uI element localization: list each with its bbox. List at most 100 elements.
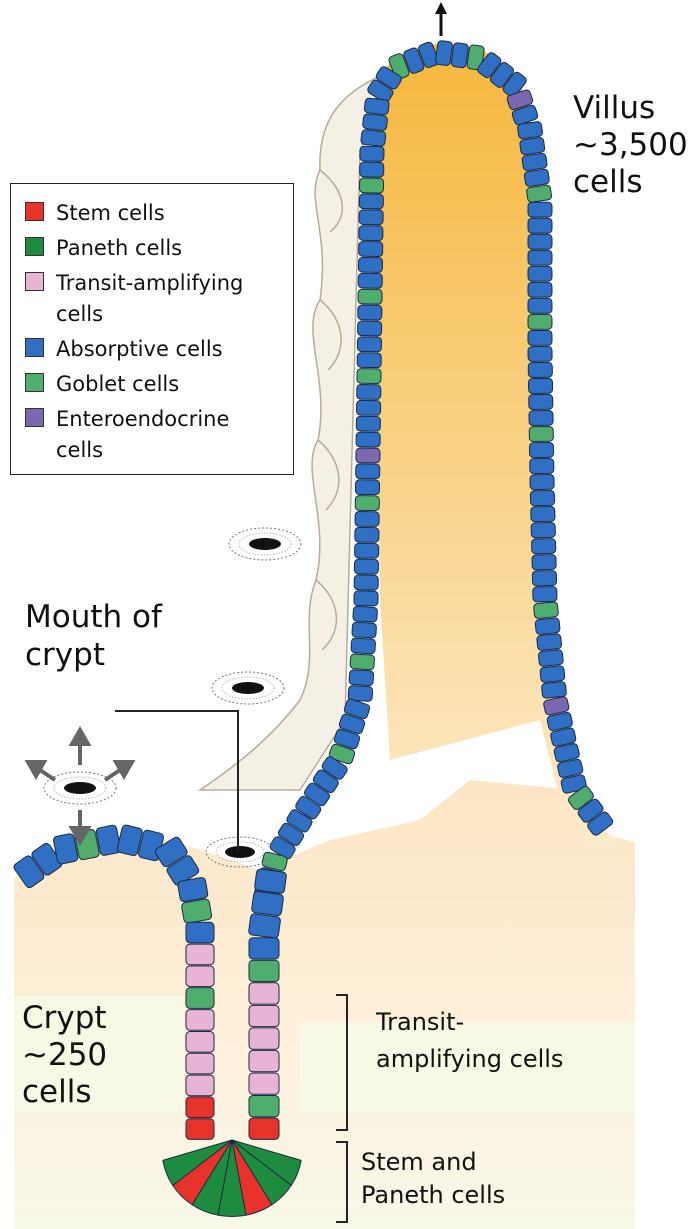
legend-label: Absorptive cells xyxy=(56,334,223,365)
epithelial-cell xyxy=(358,289,382,304)
epithelial-cell xyxy=(355,527,379,542)
red-square-icon xyxy=(25,202,44,221)
epithelial-cell xyxy=(364,98,389,115)
crypt-opening-icon xyxy=(229,528,301,560)
epithelial-cell xyxy=(357,384,381,399)
epithelial-cell xyxy=(528,378,552,393)
epithelial-cell xyxy=(359,210,383,225)
legend-label-line: Enteroendocrine xyxy=(56,404,229,435)
light-green-square-icon xyxy=(25,373,44,392)
epithelial-cell xyxy=(186,1031,214,1052)
legend-label-line: Paneth cells xyxy=(56,233,182,264)
epithelial-cell xyxy=(353,606,378,622)
epithelial-cell xyxy=(248,913,281,938)
legend-label-line: Transit-amplifying xyxy=(56,268,243,299)
epithelial-cell xyxy=(249,938,279,959)
legend-label: Goblet cells xyxy=(56,369,179,400)
epithelial-cell xyxy=(354,591,378,606)
epithelial-cell xyxy=(528,266,552,281)
epithelial-cell xyxy=(528,234,552,249)
epithelial-cell xyxy=(358,321,382,336)
epithelial-cell xyxy=(359,242,383,257)
epithelial-cell xyxy=(351,638,376,654)
legend-label: Enteroendocrinecells xyxy=(56,404,229,466)
epithelial-cell xyxy=(537,634,562,651)
epithelial-cell xyxy=(538,650,563,667)
epithelial-cell xyxy=(529,426,553,441)
epithelial-cell xyxy=(181,898,212,923)
epithelial-cell xyxy=(186,1053,214,1074)
legend-label-line: cells xyxy=(56,299,243,330)
epithelial-cell xyxy=(358,273,382,288)
epithelial-cell xyxy=(358,257,382,272)
epithelial-cell xyxy=(356,448,380,463)
mouth-of-crypt-label: Mouth of crypt xyxy=(25,598,162,674)
epithelial-cell xyxy=(355,496,379,511)
epithelial-cell xyxy=(249,1005,279,1026)
epithelial-cell xyxy=(531,506,555,521)
villus-label: Villus ~3,500 cells xyxy=(573,90,688,201)
epithelial-cell xyxy=(528,330,552,345)
epithelial-cell xyxy=(354,559,378,574)
epithelial-cell xyxy=(249,983,279,1004)
epithelial-cell xyxy=(528,218,552,233)
epithelial-cell xyxy=(530,458,554,473)
epithelial-cell xyxy=(529,394,553,409)
epithelial-cell xyxy=(528,298,552,313)
epithelial-cell xyxy=(249,1096,279,1117)
epithelial-cell xyxy=(540,665,565,682)
epithelial-cell xyxy=(186,966,214,987)
epithelial-cell xyxy=(186,1119,214,1140)
epithelial-cell xyxy=(528,362,552,377)
crypt-opening-icon xyxy=(44,772,116,804)
legend-label-line: Goblet cells xyxy=(56,369,179,400)
legend-label: Transit-amplifyingcells xyxy=(56,268,243,330)
legend-item: Enteroendocrinecells xyxy=(25,404,293,466)
epithelial-cell xyxy=(349,670,374,686)
epithelial-cell xyxy=(519,137,545,155)
epithelial-cell xyxy=(355,511,379,526)
legend-item: Paneth cells xyxy=(25,233,293,264)
green-square-icon xyxy=(25,237,44,256)
epithelial-cell xyxy=(517,121,543,139)
epithelial-cell xyxy=(530,490,554,505)
epithelial-cell xyxy=(451,42,469,68)
epithelial-cell xyxy=(186,988,214,1009)
epithelial-cell xyxy=(350,654,375,670)
epithelial-cell xyxy=(249,960,279,981)
epithelial-cell xyxy=(362,114,387,131)
epithelial-cell xyxy=(533,587,557,602)
epithelial-cell xyxy=(177,877,208,902)
epithelial-cell xyxy=(186,944,214,965)
epithelial-cell xyxy=(528,314,552,329)
epithelial-cell xyxy=(354,575,378,590)
epithelial-cell xyxy=(186,1010,214,1031)
epithelial-cell xyxy=(186,922,214,943)
epithelial-cell xyxy=(435,40,453,66)
legend-label: Stem cells xyxy=(56,198,165,229)
epithelial-cell xyxy=(528,250,552,265)
epithelial-cell xyxy=(361,129,386,146)
pink-square-icon xyxy=(25,272,44,291)
legend-item: Goblet cells xyxy=(25,369,293,400)
crypt-opening-icon xyxy=(212,672,284,704)
epithelial-cell xyxy=(528,282,552,297)
transit-amplifying-label: Transit- amplifying cells xyxy=(376,1004,563,1078)
legend-label: Paneth cells xyxy=(56,233,182,264)
epithelial-cell xyxy=(249,1073,279,1094)
epithelial-cell xyxy=(357,353,381,368)
epithelial-cell xyxy=(526,185,552,203)
epithelial-cell xyxy=(528,346,552,361)
epithelial-cell xyxy=(533,602,558,619)
blue-square-icon xyxy=(25,338,44,357)
epithelial-cell xyxy=(358,305,382,320)
legend-item: Absorptive cells xyxy=(25,334,293,365)
epithelial-cell xyxy=(357,369,381,384)
epithelial-cell xyxy=(532,554,556,569)
legend-label-line: Absorptive cells xyxy=(56,334,223,365)
epithelial-cell xyxy=(186,1097,214,1118)
epithelial-cell xyxy=(249,1028,279,1049)
epithelial-cell xyxy=(529,410,553,425)
epithelial-cell xyxy=(531,538,555,553)
